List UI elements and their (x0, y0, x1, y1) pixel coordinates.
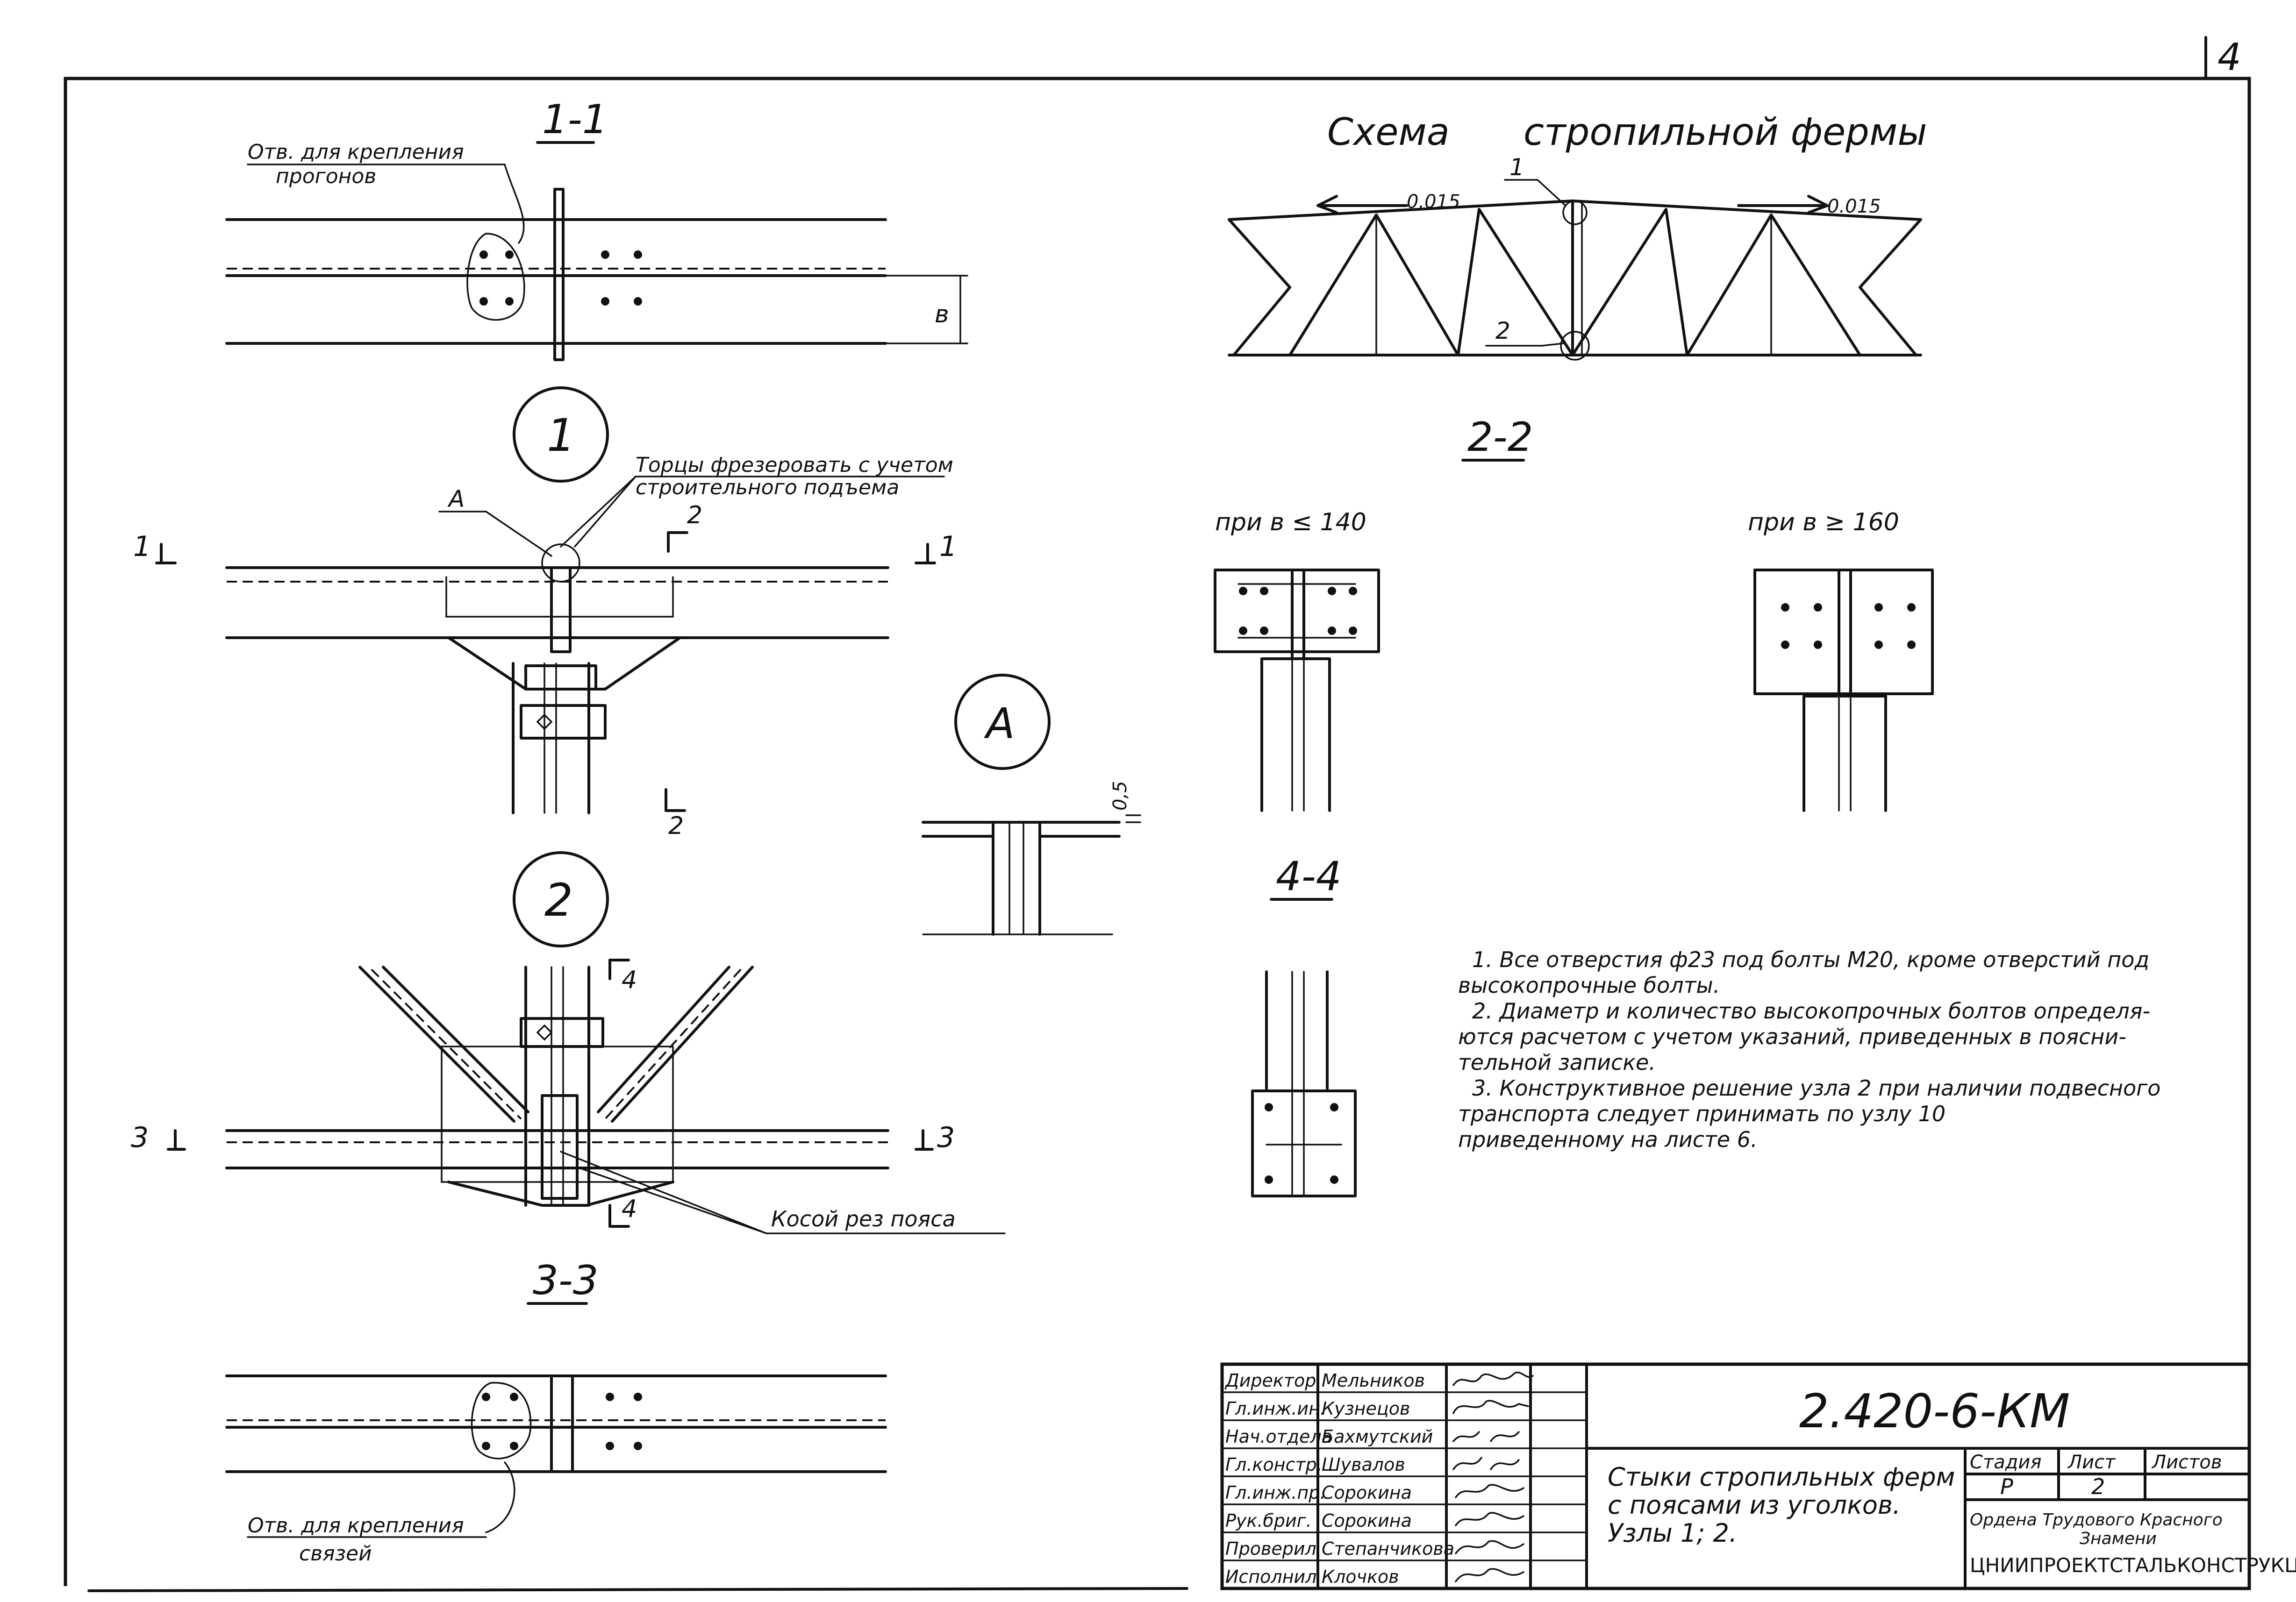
detail-a-marker (954, 674, 1051, 770)
node-1-cut-1-right: 1 (939, 530, 957, 563)
truss-slope-left: 0.015 (1407, 191, 1460, 213)
staff-name: Сорокина (1322, 1510, 1412, 1531)
staff-name: Кузнецов (1322, 1398, 1410, 1419)
truss-title-2: стропильной фермы (1524, 110, 1927, 154)
section-1-1: 1-1 Отв. для крепления прогонов в (225, 96, 968, 361)
node-2-cut-3-left: 3 (131, 1121, 149, 1154)
note-line-1: 1. Все отверстия ф23 под болты М20, кром… (1472, 947, 2149, 972)
section-1-1-dim: в (935, 300, 949, 328)
note-line-7: транспорта следует принимать по узлу 10 (1458, 1101, 1946, 1126)
node-1-marker (513, 386, 609, 483)
doc-title-3: Узлы 1; 2. (1608, 1518, 1737, 1548)
node-1-note-2: строительного подъема (636, 476, 899, 499)
staff-name: Степанчикова (1322, 1538, 1454, 1559)
node-2: 2 3 3 4 4 Косой рез пояса (131, 851, 1006, 1234)
section-2-2-label: 2-2 (1467, 414, 1533, 461)
node-1-label: 1 (547, 409, 575, 462)
node-1-note-1: Торцы фрезеровать с учетом (636, 453, 953, 477)
section-1-1-bolts (479, 250, 642, 306)
sheet-label: Лист (2067, 1452, 2116, 1473)
truss-title-1: Схема (1327, 110, 1450, 154)
truss-ref-2: 2 (1495, 317, 1510, 344)
title-block: Директор Мельников Гл.инж.ин. Кузнецов Н… (1220, 1362, 2296, 1590)
note-line-2: высокопрочные болты. (1458, 973, 1720, 998)
section-3-3-label: 3-3 (533, 1257, 598, 1304)
section-1-1-label: 1-1 (542, 96, 608, 143)
section-3-3: 3-3 Отв. для крепления связей (225, 1257, 887, 1566)
node-1-cut-2-bottom: 2 (668, 812, 684, 840)
note-line-4: ются расчетом с учетом указаний, приведе… (1458, 1024, 2126, 1049)
staff-role: Нач.отдела (1225, 1426, 1332, 1447)
node-2-note: Косой рез пояса (771, 1206, 956, 1232)
general-notes: 1. Все отверстия ф23 под болты М20, кром… (1458, 947, 2160, 1152)
page-number: 4 (2217, 36, 2241, 79)
staff-name: Мельников (1322, 1370, 1425, 1391)
sheets-label: Листов (2151, 1452, 2222, 1473)
org-line-2: Знамени (2080, 1529, 2157, 1548)
staff-role: Рук.бриг. (1225, 1510, 1312, 1531)
staff-role: Гл.инж.ин. (1225, 1398, 1326, 1419)
staff-role: Гл.констр. (1225, 1454, 1323, 1475)
signatures (1452, 1372, 1534, 1582)
sheet-frame (64, 77, 2251, 1586)
doc-title-2: с поясами из уголков. (1608, 1490, 1901, 1520)
node-2-label: 2 (544, 874, 573, 926)
staff-role: Директор (1224, 1370, 1316, 1391)
truss-scheme: Схема стропильной фермы 0.015 0.015 1 2 (1228, 110, 1927, 361)
node-1: 1 Торцы фрезеровать с учетом строительно… (133, 386, 957, 840)
truss-ref-1: 1 (1509, 154, 1524, 181)
staff-role: Исполнил (1225, 1566, 1317, 1587)
stage-value: Р (2000, 1474, 2013, 1499)
frame-bottom-edge (87, 1587, 1188, 1592)
section-2-2: 2-2 при в ≤ 140 при в ≥ 160 (1214, 414, 1934, 812)
section-4-4: 4-4 (1251, 853, 1357, 1197)
doc-title-1: Стыки стропильных ферм (1608, 1462, 1955, 1492)
note-line-5: тельной записке. (1458, 1050, 1656, 1075)
stage-label: Стадия (1970, 1452, 2041, 1473)
staff-name: Клочков (1322, 1566, 1399, 1587)
staff-table: Директор Мельников Гл.инж.ин. Кузнецов Н… (1224, 1370, 1454, 1587)
section-4-4-label: 4-4 (1276, 853, 1341, 900)
note-line-3: 2. Диаметр и количество высокопрочных бо… (1472, 998, 2150, 1024)
section-1-1-note-1: Отв. для крепления (248, 140, 464, 164)
staff-role: Гл.инж.пр. (1225, 1482, 1325, 1503)
node-2-cut-4-bottom: 4 (622, 1195, 637, 1223)
org-line-1: Ордена Трудового Красного (1970, 1510, 2223, 1530)
node-1-detail-ref: А (447, 485, 465, 513)
truss-slope-right: 0.015 (1827, 196, 1881, 217)
note-line-8: приведенному на листе 6. (1458, 1127, 1758, 1152)
section-2-2-case-right: при в ≥ 160 (1748, 508, 1899, 536)
staff-name: Бахмутский (1322, 1426, 1433, 1447)
node-1-cut-2-top: 2 (687, 501, 702, 529)
detail-a: А 0,5 (922, 674, 1141, 936)
section-1-1-note-2: прогонов (276, 164, 376, 188)
section-2-2-case-left: при в ≤ 140 (1215, 508, 1366, 536)
sheet-value: 2 (2091, 1474, 2105, 1499)
detail-a-dim: 0,5 (1109, 781, 1131, 811)
staff-name: Шувалов (1322, 1454, 1405, 1475)
node-2-cut-3-right: 3 (937, 1121, 955, 1154)
section-3-3-note-2: связей (299, 1542, 372, 1566)
note-line-6: 3. Конструктивное решение узла 2 при нал… (1472, 1075, 2160, 1101)
section-3-3-note-1: Отв. для крепления (248, 1514, 464, 1538)
staff-name: Сорокина (1322, 1482, 1412, 1503)
doc-code: 2.420-6-КМ (1799, 1384, 2070, 1438)
org-name: ЦНИИПРОЕКТСТАЛЬКОНСТРУКЦИЯ (1970, 1554, 2296, 1577)
node-2-cut-4-top: 4 (622, 966, 637, 994)
node-1-cut-1-left: 1 (133, 530, 151, 563)
detail-a-label: А (984, 699, 1015, 748)
staff-role: Проверил (1225, 1538, 1316, 1559)
node-2-marker (513, 851, 609, 947)
